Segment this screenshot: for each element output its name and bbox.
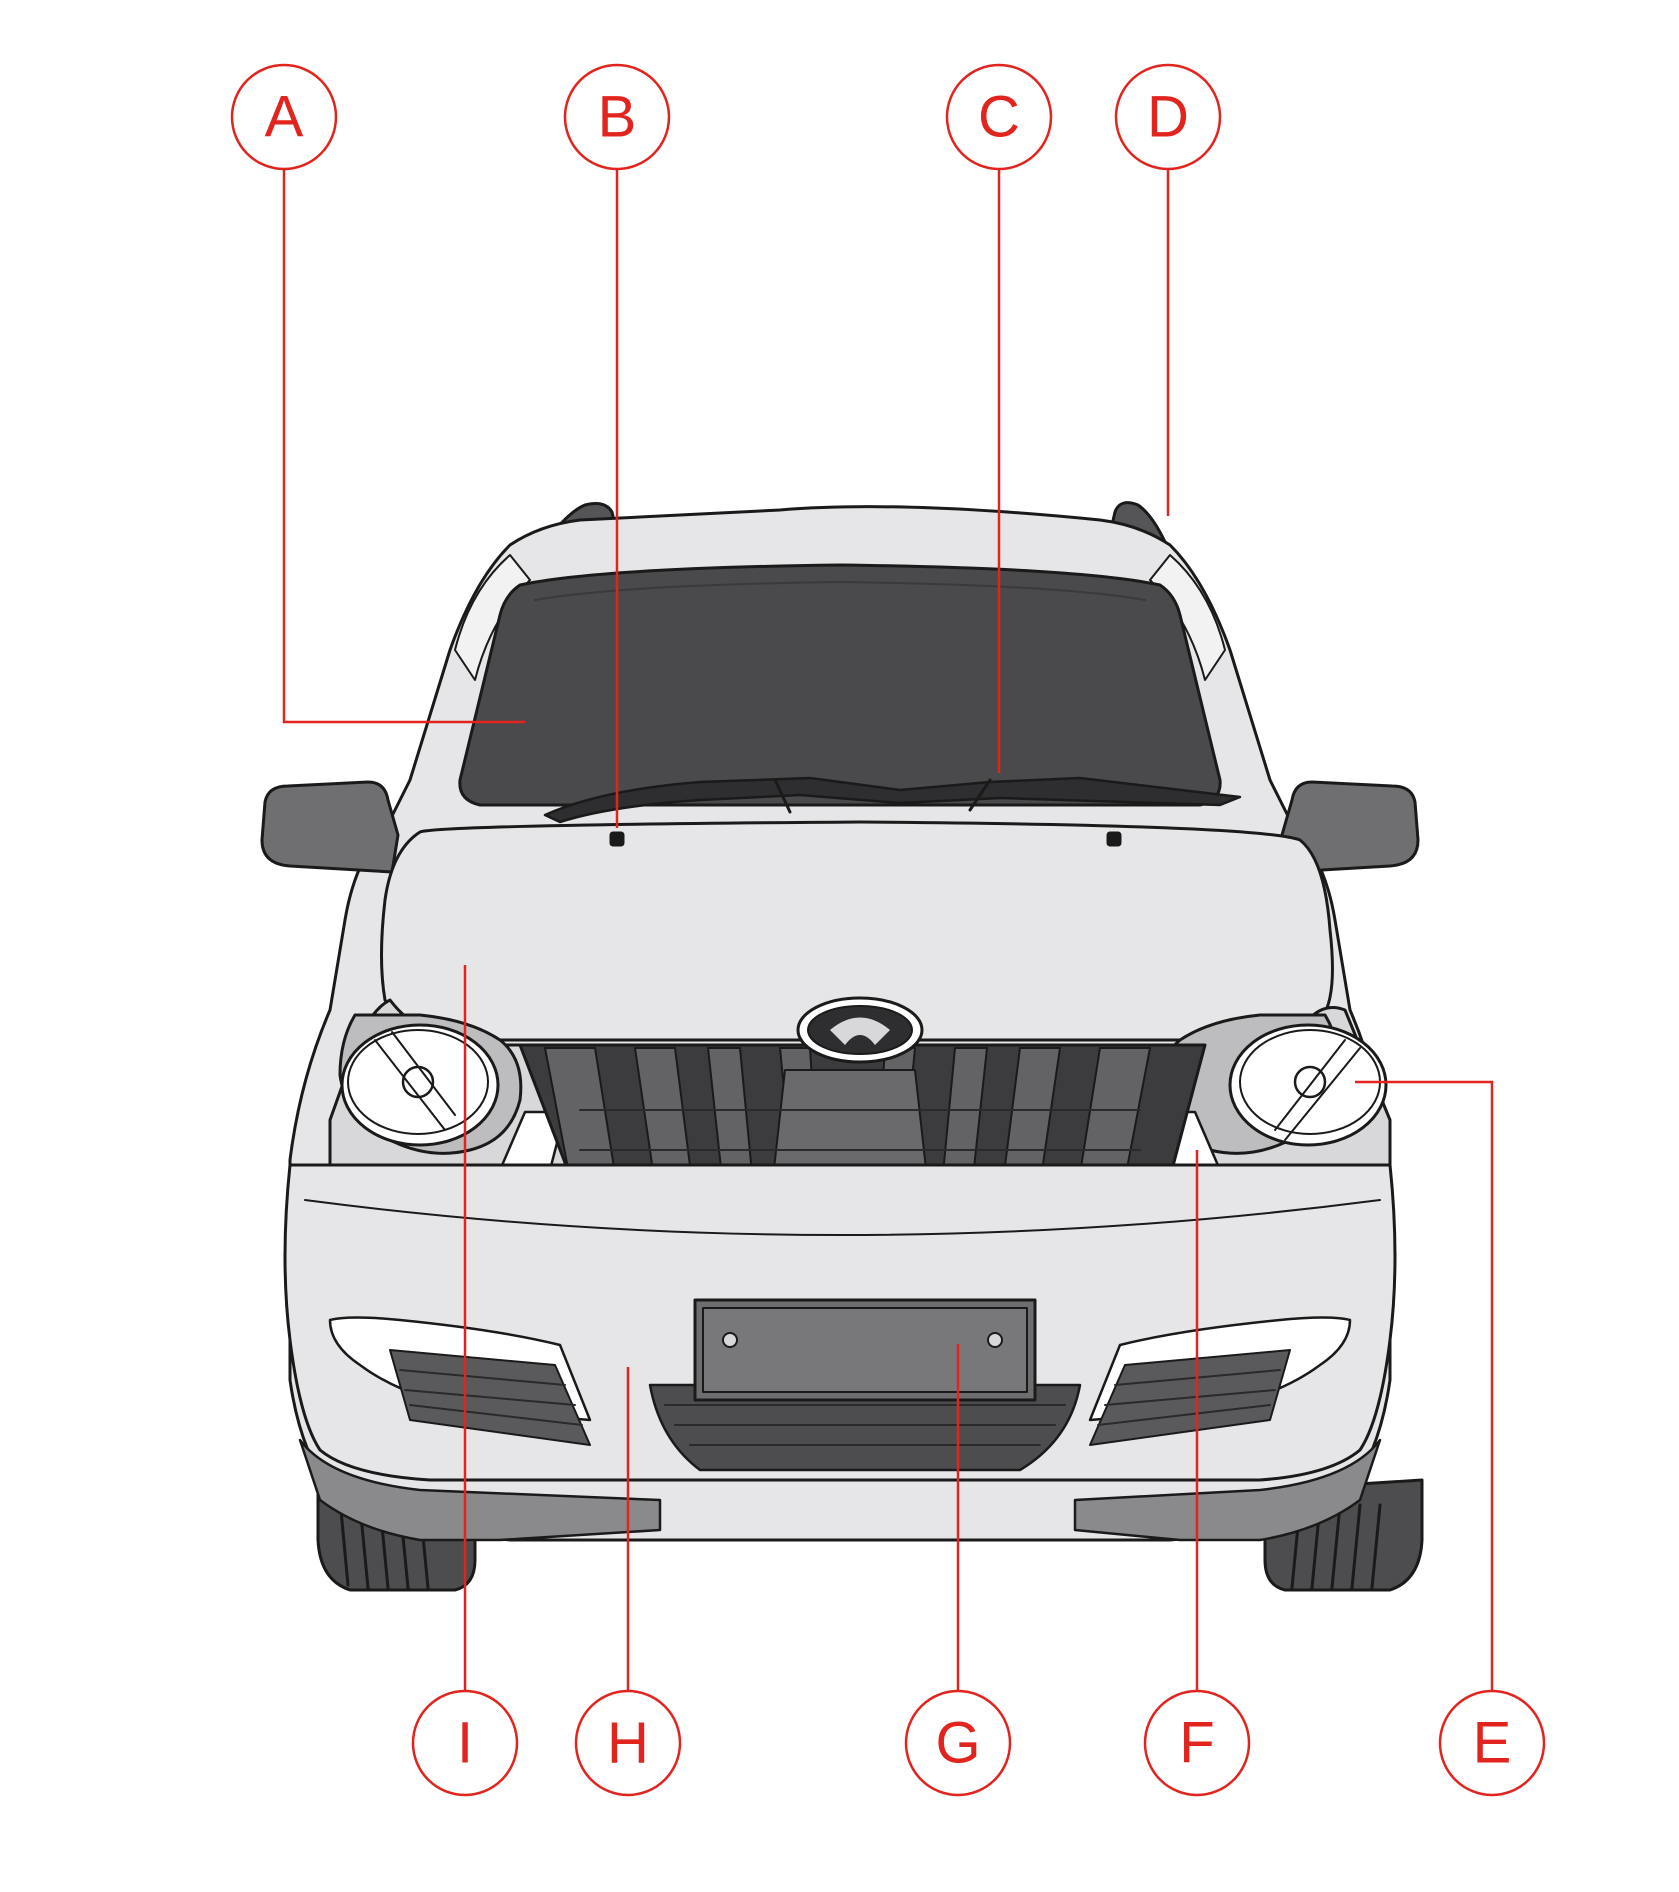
callout-letter-e: E — [1473, 1711, 1512, 1776]
leader-a — [282, 169, 525, 724]
windscreen — [458, 563, 1222, 807]
side-mirror-left — [260, 780, 400, 874]
washer-nozzle-right — [1106, 831, 1122, 847]
wipers — [543, 776, 1242, 824]
callout-badge-d: D — [1114, 63, 1222, 171]
callout-letter-g: G — [935, 1711, 980, 1776]
callout-badge-a: A — [230, 63, 338, 171]
callout-leaders — [282, 169, 1494, 1692]
callout-badge-g: G — [904, 1689, 1012, 1797]
callout-badge-i: I — [411, 1689, 519, 1797]
callout-letter-i: I — [457, 1711, 473, 1776]
fog-lamp-right — [1088, 1316, 1352, 1446]
callout-letter-b: B — [598, 85, 637, 150]
callout-badge-b: B — [563, 63, 671, 171]
leader-e — [1355, 1080, 1494, 1692]
lower-grille — [648, 1383, 1082, 1472]
vehicle-illustration — [260, 501, 1424, 1592]
callout-letter-a: A — [265, 85, 304, 150]
callout-letter-f: F — [1179, 1711, 1214, 1776]
washer-nozzle-left — [609, 831, 625, 847]
callout-badge-c: C — [945, 63, 1053, 171]
number-plate — [693, 1298, 1037, 1402]
bonnet — [380, 820, 1334, 1042]
callout-badge-f: F — [1143, 1689, 1251, 1797]
emblem — [796, 996, 924, 1064]
callout-letter-h: H — [607, 1711, 649, 1776]
fog-lamp-left — [328, 1316, 592, 1446]
side-mirror-right — [1280, 780, 1420, 874]
callout-letter-c: C — [978, 85, 1020, 150]
callout-badge-e: E — [1438, 1689, 1546, 1797]
headlamp-left — [338, 1013, 567, 1172]
callout-badge-h: H — [574, 1689, 682, 1797]
callout-letter-d: D — [1147, 85, 1189, 150]
